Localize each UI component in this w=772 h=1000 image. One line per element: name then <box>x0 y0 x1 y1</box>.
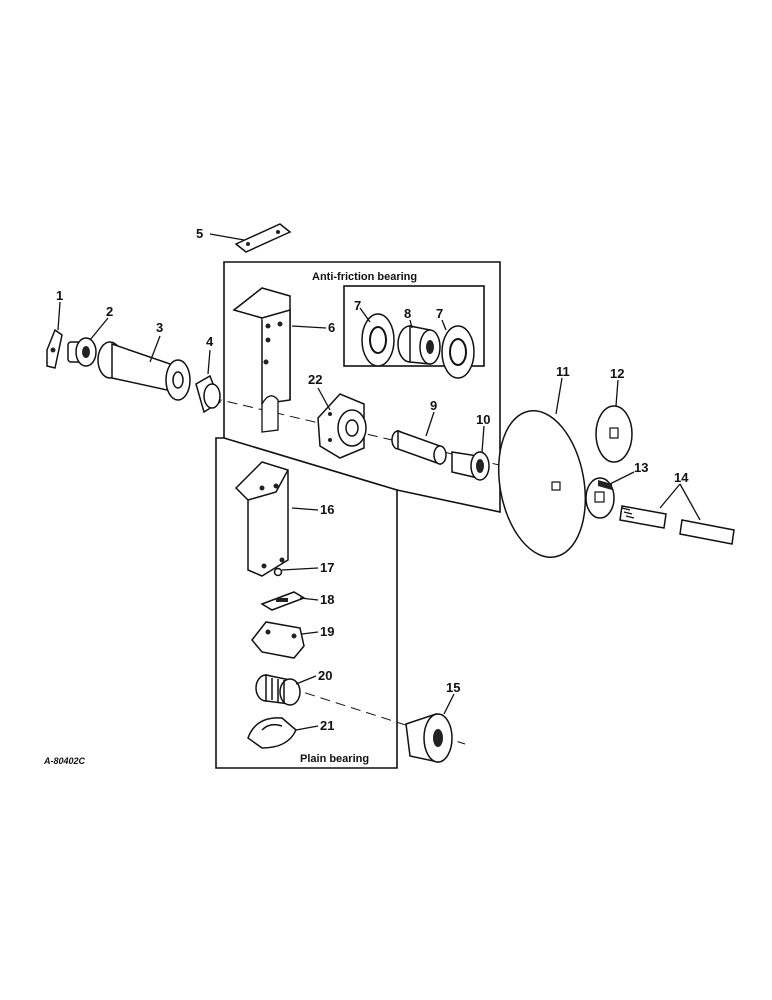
callout-3: 3 <box>156 320 163 335</box>
callout-11: 11 <box>556 364 570 379</box>
part-20-bearing <box>255 674 301 706</box>
callout-20: 20 <box>318 668 332 683</box>
part-16-bracket <box>234 461 289 577</box>
callout-2: 2 <box>106 304 113 319</box>
part-2-nut <box>67 337 97 367</box>
callout-6: 6 <box>328 320 335 335</box>
plain-bearing-box <box>215 437 398 769</box>
callout-9: 9 <box>430 398 437 413</box>
callout-10: 10 <box>476 412 490 427</box>
reference-code: A-80402C <box>43 756 86 766</box>
part-6-bracket <box>232 287 291 433</box>
part-14-bolt <box>619 505 735 545</box>
callout-8: 8 <box>404 306 411 321</box>
callout-7-left: 7 <box>354 298 361 313</box>
part-10-bushing <box>451 451 490 481</box>
part-4-cone <box>195 374 221 414</box>
callout-5: 5 <box>196 226 203 241</box>
part-22-housing <box>317 393 367 459</box>
callout-labels: 1 2 3 4 5 6 7 8 7 9 10 11 12 13 14 15 16… <box>56 226 689 733</box>
callout-13: 13 <box>634 460 648 475</box>
part-13-hub <box>585 477 615 519</box>
callout-17: 17 <box>320 560 334 575</box>
part-12-cap <box>595 405 633 463</box>
part-15-bushing <box>405 712 453 763</box>
callout-14: 14 <box>674 470 689 485</box>
leader-lines <box>57 233 701 731</box>
anti-friction-bearing-title: Anti-friction bearing <box>312 271 417 283</box>
part-21-bearing-base <box>247 717 297 749</box>
part-5-plate <box>234 223 292 253</box>
part-7-flange-left <box>361 313 395 367</box>
callout-15: 15 <box>446 680 460 695</box>
part-17-washer <box>273 567 283 577</box>
part-8-bearing <box>397 325 441 365</box>
plain-bearing-title: Plain bearing <box>300 753 369 765</box>
callout-7-right: 7 <box>436 306 443 321</box>
callout-16: 16 <box>320 502 334 517</box>
anti-friction-bearing-box <box>223 261 501 513</box>
part-18-plate <box>260 591 306 611</box>
part-19-bearing-cap <box>251 621 305 659</box>
callout-19: 19 <box>320 624 334 639</box>
part-1-plate <box>46 328 63 369</box>
part-3-spool <box>97 341 191 401</box>
callout-4: 4 <box>206 334 214 349</box>
callout-1: 1 <box>56 288 63 303</box>
callout-12: 12 <box>610 366 624 381</box>
part-11-disc <box>497 410 587 558</box>
part-9-sleeve <box>391 429 447 466</box>
callout-21: 21 <box>320 718 334 733</box>
part-7-flange-right <box>441 325 475 379</box>
callout-22: 22 <box>308 372 322 387</box>
callout-18: 18 <box>320 592 334 607</box>
